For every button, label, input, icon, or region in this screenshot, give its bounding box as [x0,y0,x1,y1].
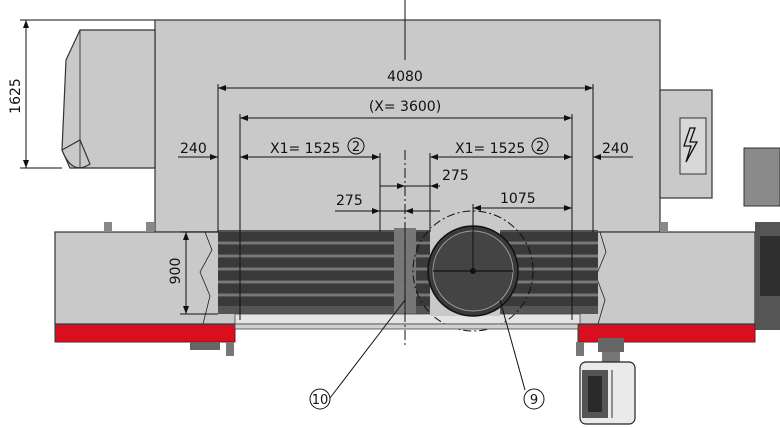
callout-item-9: 9 [499,299,545,410]
marker-circle-left [347,137,365,155]
dim-x1-right-label: X1= 1525 [455,141,525,157]
rotary-sweep-circle [412,210,534,332]
dim-overall-width-label: 4080 [387,69,423,85]
dim-gap-lower-label: 275 [336,193,363,209]
dim-x-width: (X= 3600) [239,99,573,320]
work-table [218,228,598,325]
base-right-red [577,323,756,343]
callout-item-9-label: 9 [530,393,538,408]
callout-item-10: 10 [309,299,406,410]
dim-x-width-label: (X= 3600) [369,99,441,115]
dim-gap-upper-label: 275 [442,168,469,184]
dim-height-total-label: 1625 [8,78,24,114]
motor-unit [579,361,636,425]
dim-gap-upper: 275 [380,168,469,189]
callout-item-10-label: 10 [312,393,329,408]
dim-gap-lower: 275 [335,193,440,214]
dim-height-total: 1625 [8,19,155,169]
base-frame [54,222,756,362]
dim-rotary-offset-label: 1075 [500,191,536,207]
marker-right-label: 2 [536,140,544,155]
housing-top [154,19,661,233]
side-unit [743,147,780,207]
marker-circle-right [531,137,549,155]
left-hood-tip [61,139,91,169]
base-left-red [54,323,236,343]
dim-edge-left-label: 240 [180,141,207,157]
dim-table-height: 900 [168,231,218,315]
high-voltage-icon [683,127,699,163]
dim-x1-left: 240 X1= 1525 2 [178,137,381,232]
machine-housing [54,19,780,330]
dim-overall-width: 4080 [217,69,594,232]
marker-left-label: 2 [352,140,360,155]
dim-x1-left-label: X1= 1525 [270,141,340,157]
dim-rotary-offset: 1075 [472,191,572,271]
dim-x1-right: X1= 1525 2 240 [429,137,633,232]
dim-edge-right-label: 240 [602,141,629,157]
dim-table-height-label: 900 [168,258,184,285]
